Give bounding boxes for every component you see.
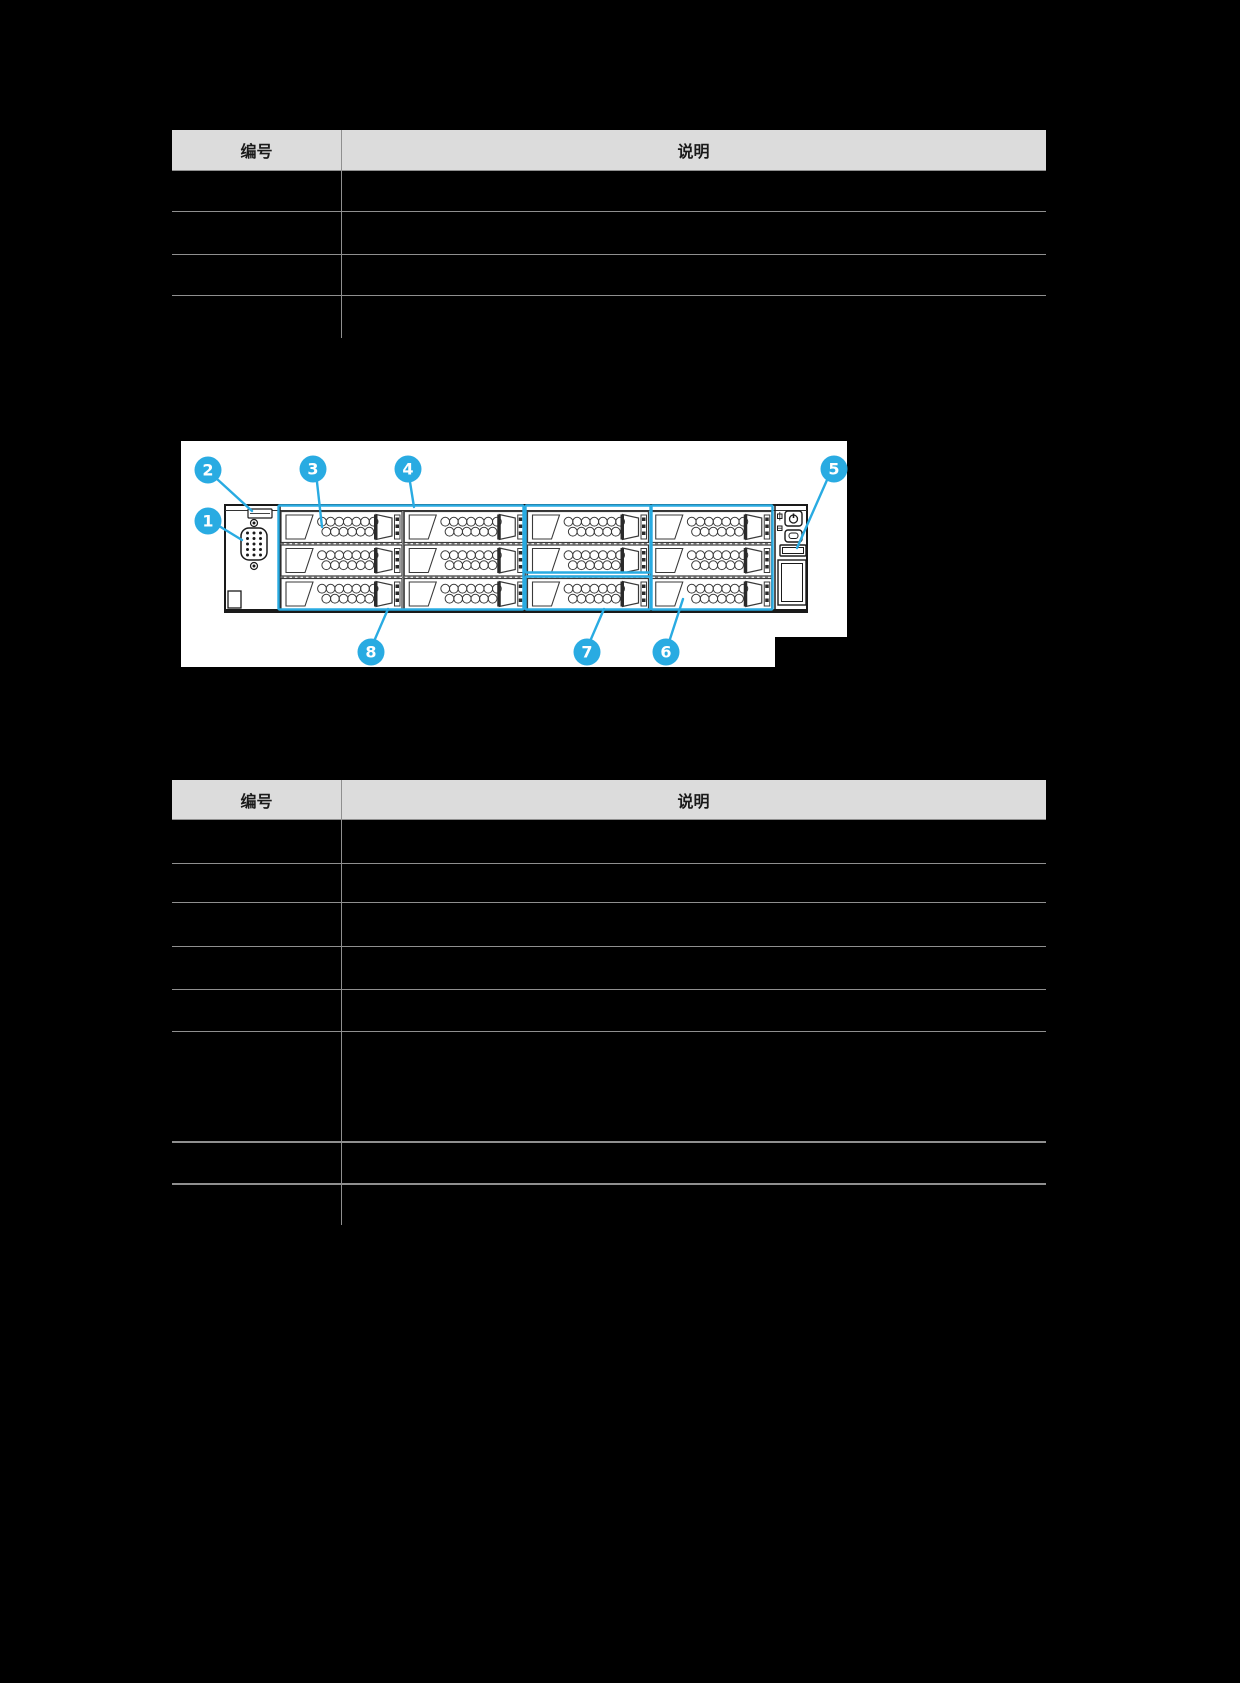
- zone-cols-1-2: [277, 504, 525, 611]
- svg-text:4: 4: [402, 460, 413, 479]
- callout-4: 4: [394, 455, 422, 483]
- callout-2: 2: [194, 456, 222, 484]
- cell-number: [172, 255, 341, 295]
- cell-number: [172, 296, 341, 338]
- drive-tray: [526, 577, 650, 611]
- svg-text:6: 6: [660, 643, 671, 662]
- drive-tray: [526, 544, 650, 577]
- cell-description: [341, 171, 1046, 211]
- column-header-number: 编号: [240, 142, 273, 161]
- svg-text:3: 3: [307, 460, 318, 479]
- table-row: [172, 1185, 1046, 1225]
- table-row: [172, 296, 1046, 338]
- cell-number: [172, 990, 341, 1031]
- svg-text:1: 1: [202, 512, 213, 531]
- cell-number: [172, 820, 341, 863]
- cell-number: [172, 171, 341, 211]
- drive-tray: [403, 510, 526, 544]
- cell-number: [172, 1143, 341, 1183]
- server-front-panel-figure: 1 2 3 4 5 6 7 8: [181, 441, 852, 667]
- svg-text:2: 2: [202, 461, 213, 480]
- column-header-number: 编号: [240, 791, 273, 811]
- table-row: [172, 1143, 1046, 1185]
- zone-col-4: [650, 504, 774, 611]
- table-row: [172, 212, 1046, 255]
- callout-3: 3: [299, 455, 327, 483]
- drive-tray: [280, 544, 403, 577]
- cell-description: [341, 990, 1046, 1031]
- callout-7: 7: [573, 638, 601, 666]
- svg-text:8: 8: [365, 643, 376, 662]
- cell-description: [341, 903, 1046, 946]
- table-row: [172, 990, 1046, 1032]
- table-row: [172, 903, 1046, 947]
- table-header-row: 编号 说明: [172, 780, 1046, 820]
- cell-description: [341, 1032, 1046, 1141]
- legend-table-bottom: 编号 说明: [172, 780, 1046, 1225]
- cell-number: [172, 947, 341, 989]
- column-header-description: 说明: [677, 791, 710, 811]
- table-row: [172, 171, 1046, 212]
- cell-number: [172, 903, 341, 946]
- callout-8: 8: [357, 638, 385, 666]
- cell-number: [172, 212, 341, 254]
- cell-description: [341, 1185, 1046, 1225]
- table-row: [172, 820, 1046, 864]
- column-divider-line: [341, 780, 342, 1225]
- drive-tray: [650, 510, 773, 544]
- callout-1: 1: [194, 507, 222, 535]
- power-icon: [784, 510, 803, 527]
- cell-number: [172, 864, 341, 902]
- table-row: [172, 255, 1046, 296]
- column-divider-line: [341, 130, 342, 338]
- callout-6: 6: [652, 638, 680, 666]
- cell-description: [341, 296, 1046, 338]
- cell-description: [341, 1143, 1046, 1183]
- cell-number: [172, 1032, 341, 1141]
- cell-description: [341, 820, 1046, 863]
- table-row: [172, 864, 1046, 903]
- table-row: [172, 947, 1046, 990]
- column-header-description: 说明: [677, 142, 710, 161]
- table-row: [172, 1032, 1046, 1143]
- legend-table-top: 编号 说明: [172, 130, 1046, 338]
- svg-text:7: 7: [581, 643, 592, 662]
- cell-number: [172, 1185, 341, 1225]
- drive-tray: [650, 577, 773, 611]
- callout-5: 5: [820, 455, 848, 483]
- server-front-panel-drawing: 1 2 3 4 5 6 7 8: [181, 441, 848, 667]
- drive-tray: [403, 544, 526, 577]
- table-header-row: 编号 说明: [172, 130, 1046, 171]
- cell-description: [341, 947, 1046, 989]
- usb-port-icon: [779, 544, 807, 557]
- drive-tray: [526, 510, 650, 544]
- vga-port-icon: [240, 527, 268, 561]
- cell-description: [341, 864, 1046, 902]
- svg-text:5: 5: [828, 460, 839, 479]
- cell-description: [341, 212, 1046, 254]
- cell-description: [341, 255, 1046, 295]
